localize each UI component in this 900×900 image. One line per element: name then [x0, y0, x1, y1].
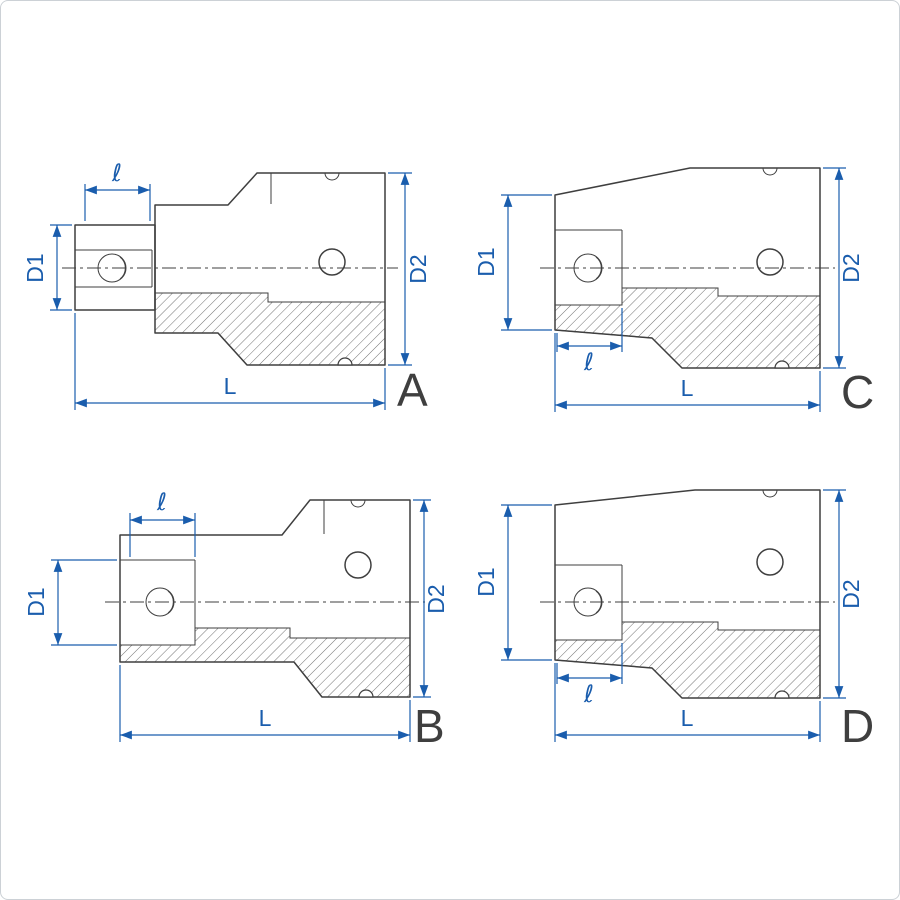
dim-label-d1: D1	[23, 587, 49, 616]
dim-square-depth-a: ℓ	[84, 159, 151, 221]
section-hatch	[554, 621, 821, 699]
drawing-panel-c: D1 ℓ D2 L C	[473, 167, 874, 418]
part-a	[62, 172, 398, 366]
dim-label-d2: D2	[405, 254, 431, 283]
dim-d2-d: D2	[823, 489, 864, 699]
bottom-notch	[774, 360, 790, 369]
bottom-notch	[358, 689, 374, 698]
variant-letter-a: A	[397, 364, 428, 416]
bottom-notch	[774, 690, 790, 699]
pin-hole	[318, 248, 346, 276]
dim-length-a: L	[74, 313, 386, 410]
body-outline	[119, 499, 411, 698]
dim-square-depth-b: ℓ	[129, 488, 196, 557]
section-hatch	[554, 287, 821, 369]
dim-length-c: L	[554, 333, 821, 412]
dim-label-d2: D2	[423, 584, 449, 613]
dim-label-d1: D1	[473, 567, 499, 596]
square-hole-lines	[555, 564, 623, 641]
variant-letter-d: D	[841, 700, 874, 752]
pin-hole	[756, 248, 784, 276]
dim-label-length: L	[681, 375, 694, 401]
square-hole-lines	[75, 249, 153, 288]
part-d	[540, 489, 835, 699]
dim-label-length: L	[681, 705, 694, 731]
square-hole-lines	[555, 229, 623, 306]
part-b	[105, 499, 425, 698]
dim-label-square-depth: ℓ	[583, 680, 594, 708]
dim-d1-c: D1	[473, 194, 552, 331]
section-hatch	[154, 292, 386, 366]
body-outline	[554, 489, 821, 699]
part-c	[540, 167, 835, 369]
dim-label-square-depth: ℓ	[583, 348, 594, 376]
dim-d2-b: D2	[413, 499, 449, 698]
dim-label-square-depth: ℓ	[156, 488, 167, 516]
square-drive	[74, 224, 156, 311]
square-hole-lines	[120, 559, 196, 646]
dim-label-d1: D1	[473, 247, 499, 276]
dim-length-b: L	[119, 665, 411, 742]
body-outline	[554, 167, 821, 369]
dim-d2-a: D2	[388, 172, 431, 366]
drawing-panel-a: ℓ D1 D2 L A	[22, 159, 431, 416]
dim-d2-c: D2	[823, 167, 864, 369]
dim-square-depth-d: ℓ	[556, 643, 623, 708]
variant-letter-c: C	[841, 366, 874, 418]
dim-d1-d: D1	[473, 504, 552, 661]
variant-letter-b: B	[414, 700, 445, 752]
body-outline	[154, 172, 386, 366]
pin-hole	[344, 551, 372, 579]
dim-d1-a: D1	[22, 224, 72, 311]
drawing-panel-b: ℓ D1 D2 L B	[23, 488, 449, 752]
dim-label-d2: D2	[838, 579, 864, 608]
dim-label-length: L	[224, 373, 237, 399]
dim-label-square-depth: ℓ	[111, 159, 122, 187]
top-notch	[350, 499, 366, 508]
dim-d1-b: D1	[23, 559, 117, 646]
dim-label-length: L	[259, 705, 272, 731]
bottom-notch	[337, 357, 353, 366]
top-notch	[762, 489, 778, 498]
dim-square-depth-c: ℓ	[556, 308, 623, 376]
top-notch	[762, 167, 778, 176]
dim-length-d: L	[554, 663, 821, 742]
dim-label-d2: D2	[838, 253, 864, 282]
drawing-panel-d: D1 ℓ D2 L D	[473, 489, 874, 752]
dim-label-d1: D1	[22, 253, 48, 282]
pin-hole	[756, 548, 784, 576]
top-notch	[324, 172, 340, 181]
